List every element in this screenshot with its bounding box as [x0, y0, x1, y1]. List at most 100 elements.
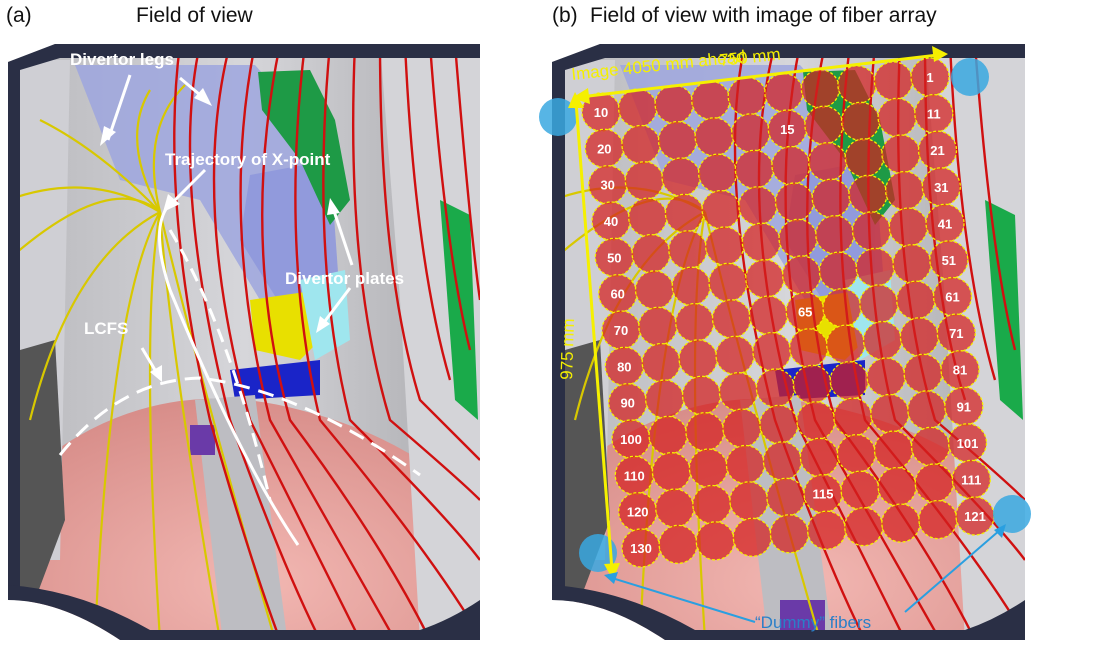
fiber-3	[837, 65, 877, 105]
fiber-52	[892, 244, 932, 284]
fiber-111	[951, 459, 991, 500]
fiber-67	[711, 299, 752, 339]
fiber-84	[829, 361, 869, 401]
separatrix-dashed-a	[168, 229, 272, 501]
panel-b-scene: 1012015113021403150416051706561807190811…	[539, 44, 1031, 640]
fiber-62	[896, 280, 936, 320]
green-plate-right	[440, 200, 478, 420]
fiber-75	[789, 328, 829, 368]
fiber-46	[741, 222, 781, 262]
fiber-68	[675, 302, 715, 343]
fiber-73	[862, 320, 903, 361]
fiber-label-100: 100	[620, 432, 642, 447]
fiber-126	[769, 514, 810, 554]
dummy-fiber-bottom-right	[993, 495, 1031, 533]
fiber-33	[848, 174, 888, 215]
fiber-label-30: 30	[600, 178, 614, 193]
fiber-105	[799, 437, 840, 477]
fiber-23	[844, 138, 884, 178]
fiber-17	[694, 117, 734, 157]
fiber-93	[870, 393, 910, 434]
lcfs-dashed-line	[58, 376, 421, 477]
fiber-54	[818, 251, 859, 291]
fiber-122	[918, 499, 958, 540]
fiber-label-91: 91	[957, 399, 971, 414]
fiber-118	[692, 484, 732, 525]
fiber-label-111: 111	[961, 472, 981, 487]
fiber-label-71: 71	[949, 326, 963, 341]
fiber-32	[884, 170, 925, 211]
fiber-22	[881, 134, 921, 174]
fiber-124	[844, 507, 884, 547]
fiber-108	[688, 448, 729, 488]
fiber-113	[877, 466, 917, 507]
fiber-45	[778, 218, 818, 259]
fiber-29	[624, 161, 664, 201]
fiber-112	[914, 463, 954, 503]
fiber-25	[771, 145, 811, 186]
fiber-95	[796, 401, 836, 441]
fiber-28	[661, 157, 701, 197]
purple-block-a	[190, 425, 215, 455]
label-divertor-legs: Divertor legs	[70, 50, 174, 69]
fiber-117	[729, 481, 769, 521]
fiber-21	[917, 130, 958, 170]
dummy-arrows	[604, 524, 1006, 623]
fiber-label-31: 31	[934, 180, 948, 195]
label-height: 975 mm	[557, 318, 578, 380]
label-lcfs: LCFS	[84, 319, 128, 338]
red-field-lines	[173, 44, 480, 640]
fiber-9	[617, 88, 658, 128]
fiber-42	[888, 207, 928, 247]
fiber-label-20: 20	[597, 141, 611, 156]
fiber-57	[708, 262, 748, 303]
fiber-label-70: 70	[614, 323, 628, 338]
fiber-14	[804, 105, 844, 145]
fiber-label-65: 65	[798, 304, 812, 319]
fiber-61	[932, 276, 973, 317]
fiber-83	[866, 357, 906, 397]
fiber-label-40: 40	[604, 214, 618, 229]
fiber-label-11: 11	[927, 107, 941, 122]
fiber-101	[947, 423, 988, 463]
fiber-31	[921, 167, 961, 207]
fiber-label-130: 130	[630, 541, 652, 556]
panel-a-title: Field of view	[136, 4, 253, 27]
fiber-8	[654, 84, 694, 124]
fiber-41	[925, 203, 965, 243]
fiber-label-21: 21	[930, 143, 944, 158]
fiber-label-60: 60	[610, 287, 624, 302]
fiber-5	[764, 72, 804, 113]
dimension-arrows	[568, 46, 948, 580]
fiber-77	[715, 335, 755, 375]
dummy-fiber-bottom-left	[579, 534, 617, 572]
fiber-107	[725, 444, 766, 485]
fiber-7	[691, 80, 731, 120]
fiber-55	[781, 255, 822, 295]
panel-a-scene: Divertor legs Trajectory of X-point Dive…	[8, 44, 480, 640]
fiber-label-10: 10	[594, 105, 608, 120]
fiber-6	[727, 76, 767, 117]
fiber-81	[940, 350, 980, 390]
fiber-64	[822, 288, 862, 328]
fiber-99	[648, 415, 688, 456]
fiber-96	[759, 404, 799, 445]
fiber-label-1: 1	[926, 70, 933, 85]
fiber-label-15: 15	[780, 122, 794, 137]
label-dummy-fibers: “Dummy” fibers	[755, 613, 871, 632]
frame-bottom-b	[552, 585, 1025, 640]
fiber-78	[678, 339, 718, 379]
fiber-4	[800, 69, 840, 109]
fiber-label-115: 115	[813, 487, 834, 502]
fiber-51	[929, 240, 969, 280]
fiber-11	[914, 93, 954, 134]
fiber-44	[815, 215, 855, 255]
green-plate-right-b	[985, 200, 1023, 420]
fiber-label-61: 61	[945, 290, 959, 305]
fiber-label-81: 81	[953, 363, 967, 378]
fiber-58	[671, 266, 711, 306]
fiber-109	[651, 452, 692, 492]
panel-a-letter: (a)	[6, 4, 32, 27]
fiber-label-101: 101	[957, 436, 979, 451]
